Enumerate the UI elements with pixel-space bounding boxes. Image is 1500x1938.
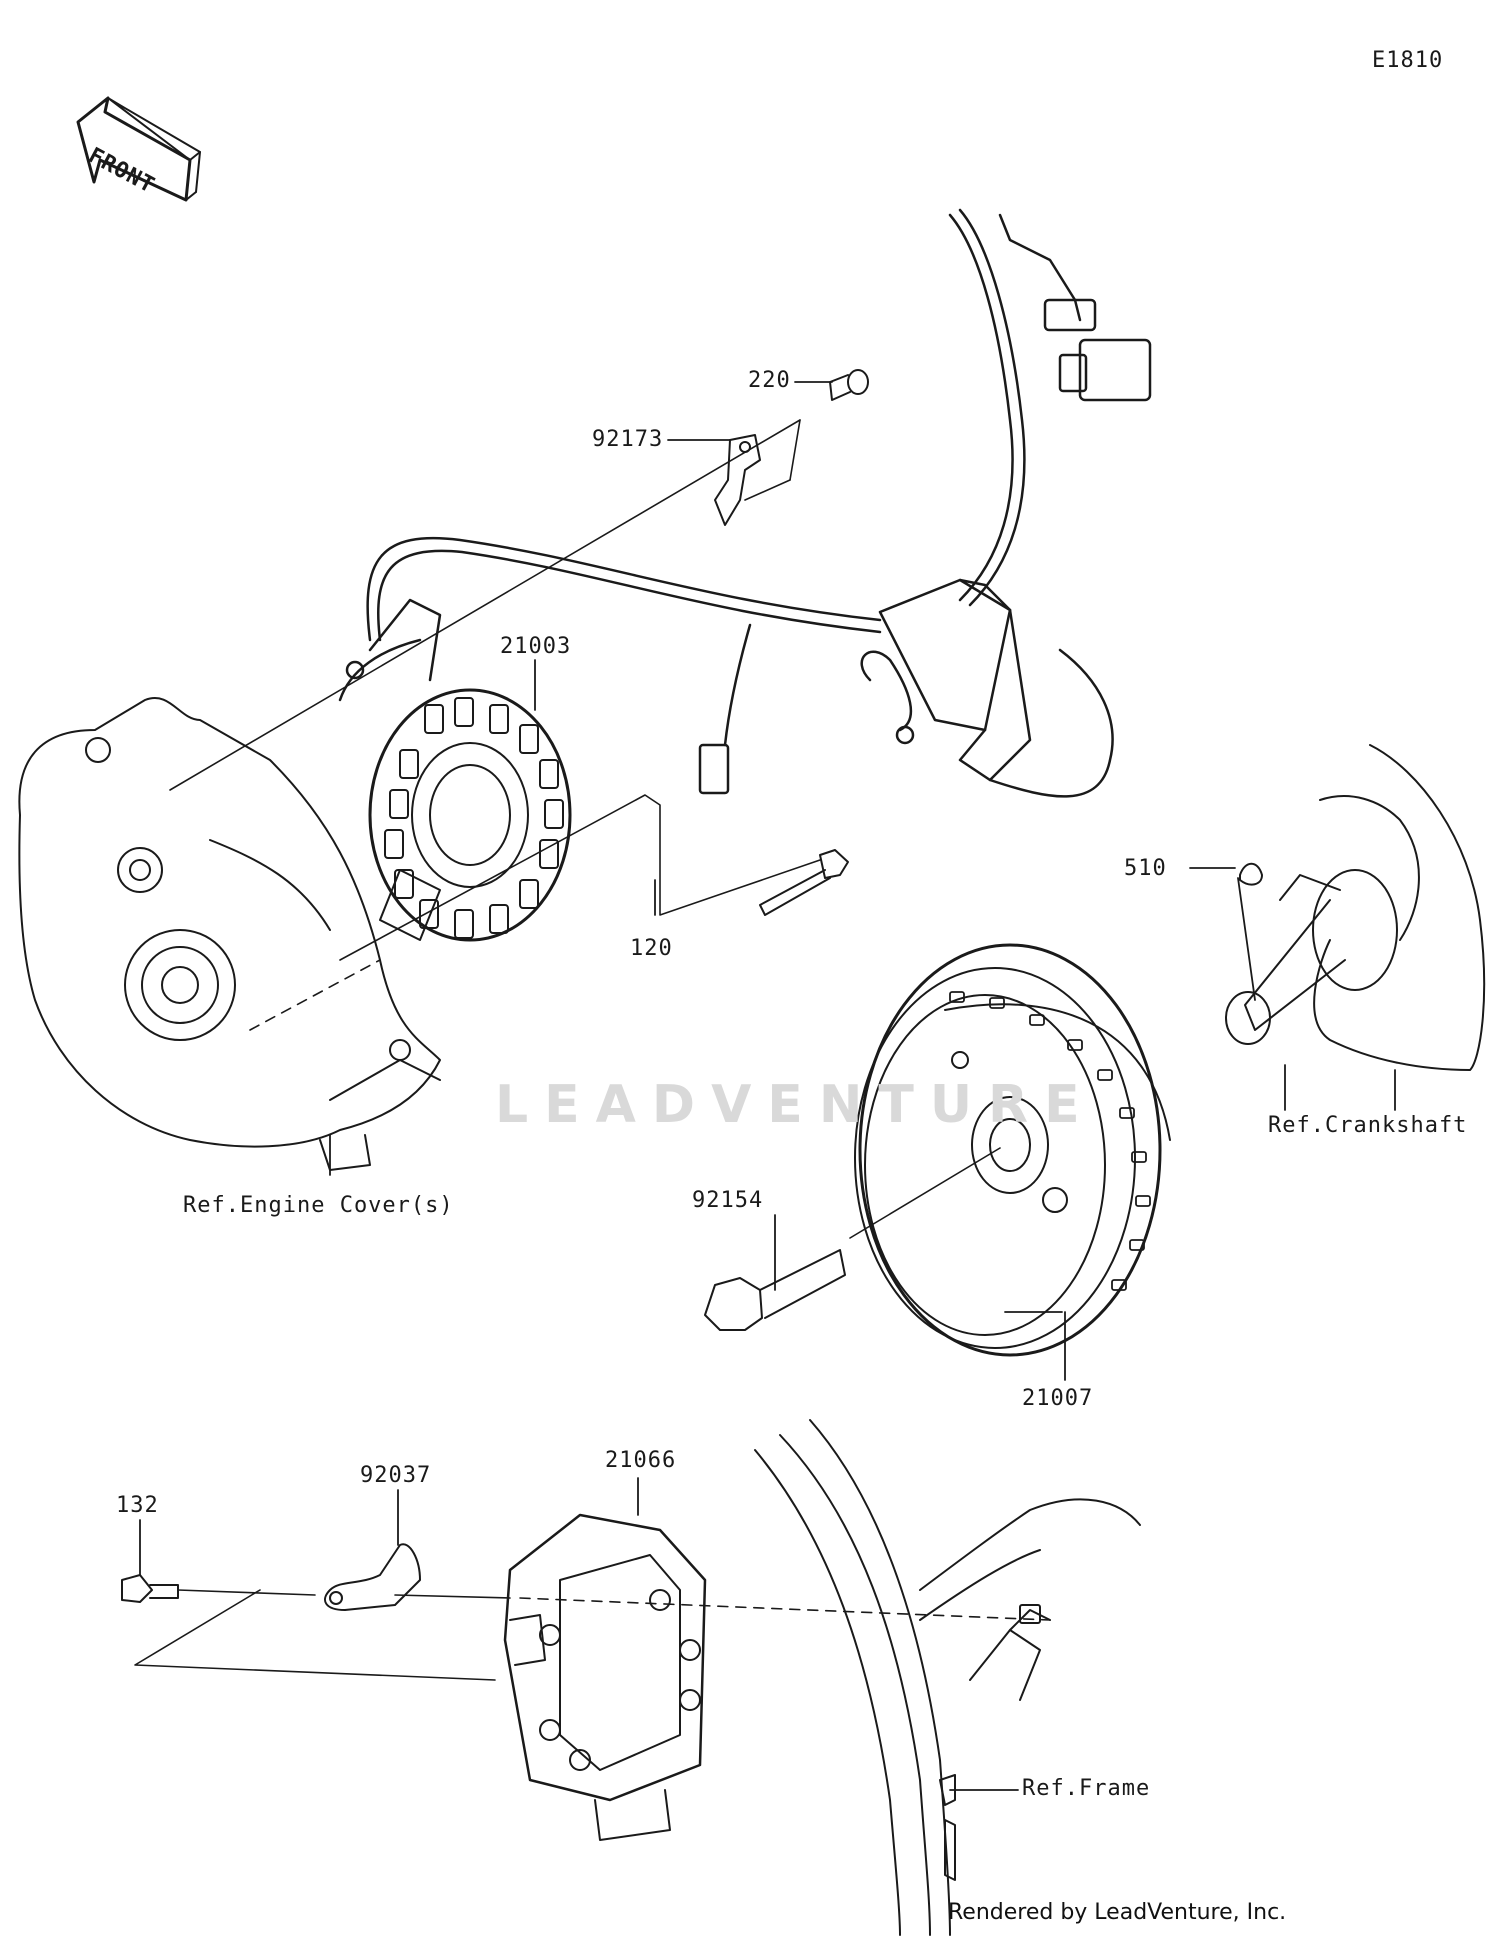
ref-label-engine-cover[interactable]: Ref.Engine Cover(s) xyxy=(183,1193,454,1218)
part-label-92037[interactable]: 92037 xyxy=(360,1463,432,1488)
crankshaft-shape xyxy=(1225,744,1486,1071)
part-label-92173[interactable]: 92173 xyxy=(592,427,664,452)
ref-label-frame[interactable]: Ref.Frame xyxy=(1022,1776,1151,1801)
clamp-92173-shape xyxy=(714,434,761,526)
bolt-120-shape xyxy=(759,849,849,916)
part-label-21007[interactable]: 21007 xyxy=(1022,1386,1094,1411)
bolt-132-shape xyxy=(121,1574,179,1603)
part-label-120[interactable]: 120 xyxy=(630,936,673,961)
frame-shape xyxy=(754,1419,1141,1936)
clamp-92037-shape xyxy=(324,1543,421,1611)
leader-lines xyxy=(139,381,1396,1791)
watermark: LEADVENTURE xyxy=(495,1075,1096,1135)
engine-cover-shape xyxy=(18,697,441,1171)
part-label-21003[interactable]: 21003 xyxy=(500,634,572,659)
part-label-92154[interactable]: 92154 xyxy=(692,1188,764,1213)
stator-shape xyxy=(368,688,572,942)
bolt-92154-shape xyxy=(704,1249,846,1331)
regulator-21066-shape xyxy=(503,1513,707,1841)
dashed-lines xyxy=(249,959,1051,1621)
screw-220-shape xyxy=(829,369,869,401)
part-label-132[interactable]: 132 xyxy=(116,1493,159,1518)
part-label-21066[interactable]: 21066 xyxy=(605,1448,677,1473)
wiring-harness-shape xyxy=(338,208,1152,798)
part-label-220[interactable]: 220 xyxy=(748,368,791,393)
assembly-lines xyxy=(134,419,1001,1681)
render-credit: Rendered by LeadVenture, Inc. xyxy=(948,1900,1287,1925)
rotor-21007-shape xyxy=(854,943,1171,1357)
ref-label-crankshaft[interactable]: Ref.Crankshaft xyxy=(1268,1113,1468,1138)
front-arrow-icon xyxy=(76,96,201,202)
part-label-510[interactable]: 510 xyxy=(1124,856,1167,881)
diagram-code: E1810 xyxy=(1372,48,1444,73)
